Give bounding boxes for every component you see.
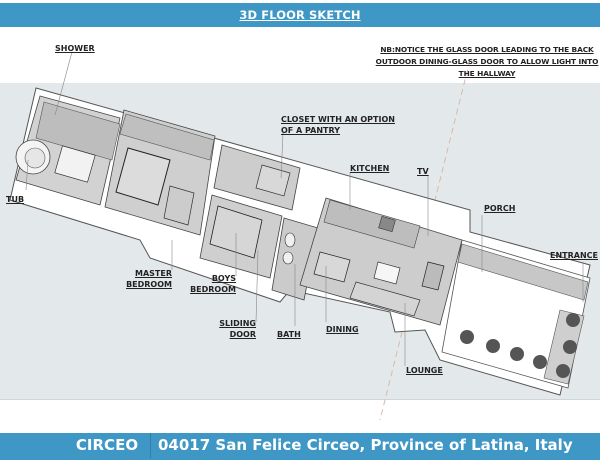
sink bbox=[282, 251, 294, 265]
porch-wall bbox=[457, 243, 589, 301]
kitchen-counter bbox=[323, 199, 421, 249]
plant-icon bbox=[556, 364, 570, 378]
footer-address: 04017 San Felice Circeo, Province of Lat… bbox=[158, 436, 573, 454]
label-boys-line-2: BEDROOM bbox=[190, 285, 236, 294]
footer-city: CIRCEO bbox=[64, 433, 151, 458]
label-master-line-1: MASTER bbox=[135, 269, 172, 278]
label-closet-line-2: OF A PANTRY bbox=[281, 126, 341, 135]
glass-door-note: NB:NOTICE THE GLASS DOOR LEADING TO THE … bbox=[374, 44, 600, 80]
master-bed bbox=[115, 147, 171, 206]
label-sliding-door: SLIDING DOOR bbox=[214, 318, 256, 340]
note-line-1: NB:NOTICE THE GLASS DOOR LEADING TO THE … bbox=[380, 45, 594, 54]
leader-tub bbox=[25, 159, 29, 191]
label-tub: TUB bbox=[6, 195, 25, 204]
plant-icon bbox=[460, 330, 474, 344]
label-bath: BATH bbox=[277, 330, 301, 339]
tub-basin bbox=[24, 147, 46, 169]
label-shower: SHOWER bbox=[55, 44, 95, 53]
label-closet: CLOSET WITH AN OPTION OF A PANTRY bbox=[281, 114, 395, 136]
plants bbox=[460, 313, 580, 378]
leader-shower bbox=[54, 51, 73, 116]
leader-closet bbox=[280, 132, 284, 179]
label-closet-line-1: CLOSET WITH AN OPTION bbox=[281, 115, 395, 124]
label-kitchen: KITCHEN bbox=[350, 164, 390, 173]
shower-back-wall bbox=[35, 101, 121, 161]
footer-bar: CIRCEO 04017 San Felice Circeo, Province… bbox=[0, 433, 600, 460]
boys-bed bbox=[209, 205, 263, 259]
title-bar: 3D FLOOR SKETCH bbox=[0, 3, 600, 27]
label-sliding-line-2: DOOR bbox=[229, 330, 256, 339]
plant-icon bbox=[510, 347, 524, 361]
vanity bbox=[54, 145, 96, 183]
label-dining: DINING bbox=[326, 325, 359, 334]
leader-sliding bbox=[255, 249, 259, 323]
tv-unit bbox=[421, 261, 445, 291]
toilet bbox=[284, 232, 296, 248]
label-entrance: ENTRANCE bbox=[550, 251, 598, 260]
label-master-bedroom: MASTER BEDROOM bbox=[126, 268, 172, 290]
label-sliding-line-1: SLIDING bbox=[219, 319, 256, 328]
label-master-line-2: BEDROOM bbox=[126, 280, 172, 289]
leader-lines bbox=[25, 51, 584, 366]
plant-icon bbox=[486, 339, 500, 353]
plant-icon bbox=[566, 313, 580, 327]
label-boys-bedroom: BOYS BEDROOM bbox=[190, 273, 236, 295]
sofa bbox=[349, 281, 421, 317]
note-line-2: OUTDOOR DINING-GLASS DOOR TO ALLOW LIGHT… bbox=[375, 57, 599, 66]
label-tv: TV bbox=[417, 167, 429, 176]
label-boys-line-1: BOYS bbox=[211, 274, 236, 283]
label-porch: PORCH bbox=[484, 204, 516, 213]
building-outline bbox=[9, 87, 591, 396]
plant-icon bbox=[533, 355, 547, 369]
page-title: 3D FLOOR SKETCH bbox=[239, 8, 361, 22]
note-line-3: THE HALLWAY bbox=[458, 69, 516, 78]
coffee-table bbox=[373, 261, 401, 285]
master-closet-wall bbox=[119, 113, 215, 161]
label-lounge: LOUNGE bbox=[406, 366, 443, 375]
master-wardrobe bbox=[163, 185, 195, 226]
dining-table bbox=[313, 251, 351, 283]
plant-icon bbox=[563, 340, 577, 354]
stove bbox=[378, 215, 396, 233]
